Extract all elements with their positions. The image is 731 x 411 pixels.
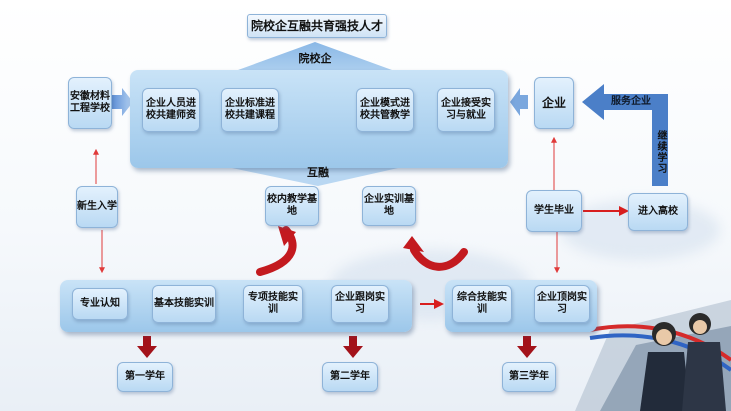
year-arrow <box>517 336 537 358</box>
stage-professional-awareness: 专业认知 <box>72 288 128 320</box>
enterprise-to-hub-arrow <box>510 88 528 116</box>
campus-base-box: 校内教学基地 <box>265 186 319 226</box>
down-arrow <box>232 168 398 186</box>
service-arrow <box>582 84 668 186</box>
hub-item-teaching: 企业模式进校共管教学 <box>356 88 414 132</box>
year-arrow <box>343 336 363 358</box>
school-box: 安徽材料工程学校 <box>68 77 112 129</box>
year-2: 第二学年 <box>322 362 378 392</box>
graduate-box: 学生毕业 <box>526 190 582 232</box>
school-to-hub-arrow <box>112 88 133 116</box>
year-1: 第一学年 <box>117 362 173 392</box>
further-study-box: 进入高校 <box>628 193 688 231</box>
stage-shadow-internship: 企业跟岗实习 <box>331 285 389 323</box>
stage-special-skills: 专项技能实训 <box>243 285 303 323</box>
year-3: 第三学年 <box>502 362 556 392</box>
hub-item-staff: 企业人员进校共建师资 <box>142 88 200 132</box>
continue-study-label: 继续学习 <box>655 130 666 174</box>
hub-label: 互融 <box>307 166 329 179</box>
diagram-title: 院校企互融共育强技人才 <box>247 14 387 38</box>
stage-placement-internship: 企业顶岗实习 <box>534 285 590 323</box>
service-label: 服务企业 <box>611 96 651 107</box>
year-arrow <box>137 336 157 358</box>
hub-item-curriculum: 企业标准进校共建课程 <box>221 88 279 132</box>
curved-arrow <box>410 246 468 271</box>
enterprise-base-box: 企业实训基地 <box>362 186 416 226</box>
hub-item-internship: 企业接受实习与就业 <box>437 88 495 132</box>
stage-comprehensive-skills: 综合技能实训 <box>452 285 512 323</box>
enterprise-box: 企业 <box>534 77 574 129</box>
stage-basic-skills: 基本技能实训 <box>152 285 216 323</box>
top-label: 院校企 <box>298 52 332 65</box>
enroll-box: 新生入学 <box>76 186 118 228</box>
